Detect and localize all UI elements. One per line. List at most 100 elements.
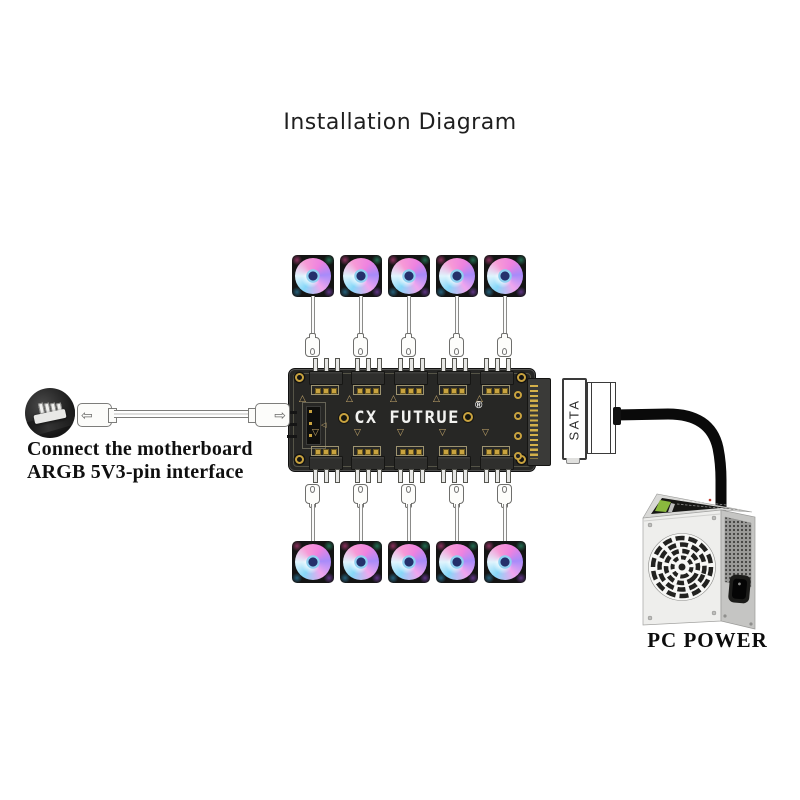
motherboard-note-line2: ARGB 5V3-pin interface: [27, 461, 244, 483]
fan-unit-bottom-5: [484, 484, 526, 584]
fan-plug-connector: [305, 484, 320, 504]
argb-connector-left: ⇦: [77, 403, 112, 427]
fan-cable: [358, 504, 364, 542]
port-header: [437, 456, 471, 470]
rgb-fan-icon: [436, 255, 478, 297]
sata-plug-shell: [587, 382, 616, 454]
fan-rgb-ring: [439, 258, 475, 294]
argb-connector-right: ⇨: [255, 403, 290, 427]
rgb-fan-icon: [340, 541, 382, 583]
triangle-marker-icon: ▽: [439, 428, 446, 438]
fan-cable: [310, 504, 316, 542]
port-header: [480, 456, 514, 470]
fan-rgb-ring: [391, 544, 427, 580]
motherboard-header-photo: [25, 388, 75, 438]
rgb-fan-icon: [484, 255, 526, 297]
fan-plug-connector: [353, 333, 368, 357]
screw-hole: [295, 455, 304, 464]
port-header: [394, 371, 428, 385]
through-hole: [514, 432, 522, 440]
fan-port-top-2: [351, 358, 385, 398]
triangle-marker-icon: △: [476, 394, 483, 404]
fan-plug-connector: [449, 333, 464, 357]
fan-unit-bottom-4: [436, 484, 478, 584]
rgb-fan-icon: [388, 541, 430, 583]
triangle-marker-icon: ◁: [321, 421, 327, 429]
through-hole: [514, 391, 522, 399]
registered-trademark: ®: [475, 400, 483, 411]
port-pads: [353, 385, 381, 395]
port-pads: [439, 385, 467, 395]
fan-unit-top-1: [292, 255, 334, 357]
psu-label: PC POWER: [647, 628, 768, 652]
fan-cable: [502, 296, 508, 337]
port-pads: [396, 446, 424, 456]
fan-rgb-ring: [487, 258, 523, 294]
diagram-title: Installation Diagram: [283, 110, 517, 135]
fan-unit-top-5: [484, 255, 526, 357]
fan-port-bottom-4: [437, 444, 471, 483]
sata-male-connector: [527, 378, 551, 466]
screw-hole: [295, 373, 304, 382]
input-header-outline: [302, 402, 326, 449]
fan-cable: [358, 296, 364, 337]
triangle-marker-icon: ▽: [312, 428, 319, 438]
fan-port-top-1: [309, 358, 343, 398]
fan-rgb-ring: [295, 544, 331, 580]
sata-plug-notch: [566, 458, 580, 464]
rgb-fan-icon: [484, 541, 526, 583]
port-header: [309, 456, 343, 470]
fan-cable: [406, 296, 412, 337]
fan-port-top-3: [394, 358, 428, 398]
gold-pad: [463, 412, 473, 422]
port-pads: [311, 385, 339, 395]
fan-rgb-ring: [343, 258, 379, 294]
fan-plug-connector: [401, 333, 416, 357]
fan-unit-bottom-1: [292, 484, 334, 584]
port-header: [394, 456, 428, 470]
fan-unit-top-2: [340, 255, 382, 357]
fan-unit-top-4: [436, 255, 478, 357]
fan-rgb-ring: [295, 258, 331, 294]
fan-plug-connector: [353, 484, 368, 504]
fan-rgb-ring: [343, 544, 379, 580]
fan-port-bottom-2: [351, 444, 385, 483]
fan-port-top-4: [437, 358, 471, 398]
fan-cable: [310, 296, 316, 337]
screw-hole: [517, 373, 526, 382]
fan-unit-bottom-2: [340, 484, 382, 584]
fan-rgb-ring: [391, 258, 427, 294]
cable-strain-relief: [613, 407, 621, 425]
fan-cable: [406, 504, 412, 542]
sata-pins: [530, 385, 538, 459]
argb-extension-cable: [114, 410, 249, 418]
fan-plug-connector: [401, 484, 416, 504]
fan-port-top-5: [480, 358, 514, 398]
fan-port-bottom-3: [394, 444, 428, 483]
argb-fan-hub: △ △ △ △ △ ◁ CX FUTRUE ® ▽ ▽ ▽ ▽ ▽: [287, 358, 536, 483]
fan-rgb-ring: [439, 544, 475, 580]
port-pads: [439, 446, 467, 456]
through-hole: [514, 412, 522, 420]
gold-pad: [339, 413, 349, 423]
sata-plug-body: SATA: [562, 378, 587, 460]
motherboard-note-line1: Connect the motherboard: [27, 438, 253, 460]
fan-plug-connector: [497, 333, 512, 357]
fan-cable: [502, 504, 508, 542]
rgb-fan-icon: [292, 541, 334, 583]
fan-port-bottom-5: [480, 444, 514, 483]
rgb-fan-icon: [340, 255, 382, 297]
port-header: [437, 371, 471, 385]
fan-cable: [454, 296, 460, 337]
psu-ac-socket: [728, 574, 751, 604]
fan-unit-top-3: [388, 255, 430, 357]
port-pads: [482, 446, 510, 456]
triangle-marker-icon: ▽: [354, 428, 361, 438]
fan-unit-bottom-3: [388, 484, 430, 584]
arrow-left-icon: ⇦: [81, 407, 93, 423]
rgb-fan-icon: [436, 541, 478, 583]
sata-label: SATA: [567, 397, 582, 441]
fan-plug-connector: [497, 484, 512, 504]
fan-rgb-ring: [487, 544, 523, 580]
